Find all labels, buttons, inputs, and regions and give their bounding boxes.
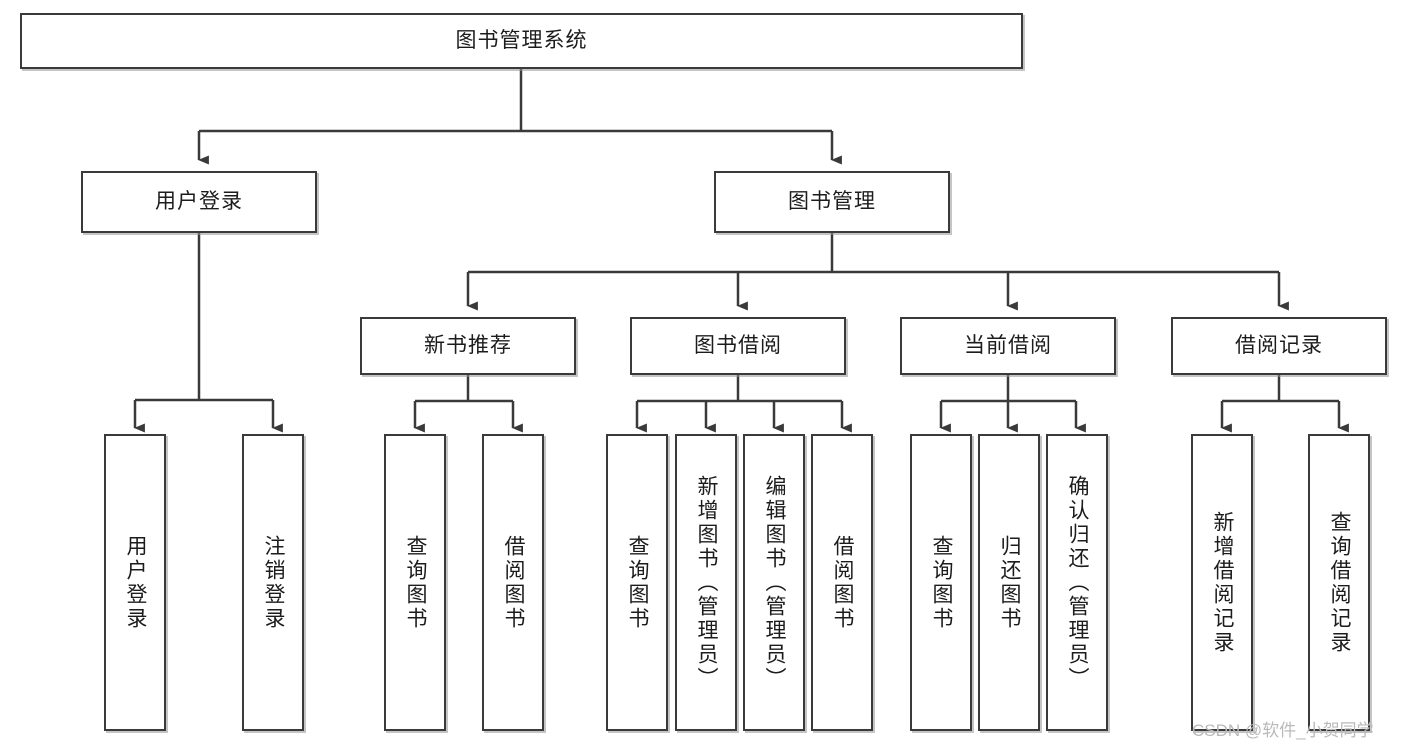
watermark: CSDN @软件_小贺同学 (1192, 721, 1374, 740)
leaf-label: 查询图书 (404, 534, 428, 631)
leaf-user-login-logout[interactable]: 注销登录 (242, 434, 304, 731)
leaf-label: 归还图书 (998, 534, 1022, 631)
node-root-label: 图书管理系统 (455, 28, 588, 52)
leaf-new-book-borrow[interactable]: 借阅图书 (482, 434, 544, 731)
leaf-borrow-record-add[interactable]: 新增借阅记录 (1191, 434, 1253, 731)
leaf-label: 用户登录 (124, 534, 148, 631)
node-user-login-label: 用户登录 (155, 189, 243, 213)
node-book-borrow[interactable]: 图书借阅 (630, 317, 846, 375)
node-current-borrow[interactable]: 当前借阅 (900, 317, 1116, 375)
node-borrow-record[interactable]: 借阅记录 (1171, 317, 1387, 375)
node-borrow-record-label: 借阅记录 (1235, 333, 1323, 357)
leaf-current-borrow-return[interactable]: 归还图书 (978, 434, 1040, 731)
leaf-label: 新增借阅记录 (1211, 510, 1235, 655)
leaf-new-book-query[interactable]: 查询图书 (384, 434, 446, 731)
leaf-borrow-record-query[interactable]: 查询借阅记录 (1308, 434, 1370, 731)
leaf-book-borrow-borrow[interactable]: 借阅图书 (811, 434, 873, 731)
leaf-label: 借阅图书 (502, 534, 526, 631)
leaf-book-borrow-query[interactable]: 查询图书 (606, 434, 668, 731)
node-book-borrow-label: 图书借阅 (694, 333, 782, 357)
node-current-borrow-label: 当前借阅 (964, 333, 1052, 357)
leaf-label: 查询图书 (930, 534, 954, 631)
leaf-label: 查询图书 (626, 534, 650, 631)
leaf-label: 新增图书（管理员） (695, 474, 719, 691)
leaf-label: 编辑图书（管理员） (763, 474, 787, 691)
node-new-book-recommend-label: 新书推荐 (424, 333, 512, 357)
leaf-label: 查询借阅记录 (1328, 510, 1352, 655)
node-new-book-recommend[interactable]: 新书推荐 (360, 317, 576, 375)
node-root[interactable]: 图书管理系统 (20, 13, 1023, 69)
leaf-book-borrow-edit[interactable]: 编辑图书（管理员） (743, 434, 805, 731)
leaf-label: 确认归还（管理员） (1066, 474, 1090, 691)
leaf-current-borrow-confirm-return[interactable]: 确认归还（管理员） (1046, 434, 1108, 731)
leaf-label: 借阅图书 (831, 534, 855, 631)
leaf-current-borrow-query[interactable]: 查询图书 (910, 434, 972, 731)
leaf-label: 注销登录 (262, 534, 286, 631)
node-user-login[interactable]: 用户登录 (81, 171, 317, 233)
leaf-user-login-login[interactable]: 用户登录 (104, 434, 166, 731)
leaf-book-borrow-add[interactable]: 新增图书（管理员） (675, 434, 737, 731)
node-book-management[interactable]: 图书管理 (714, 171, 950, 233)
node-book-management-label: 图书管理 (788, 189, 876, 213)
